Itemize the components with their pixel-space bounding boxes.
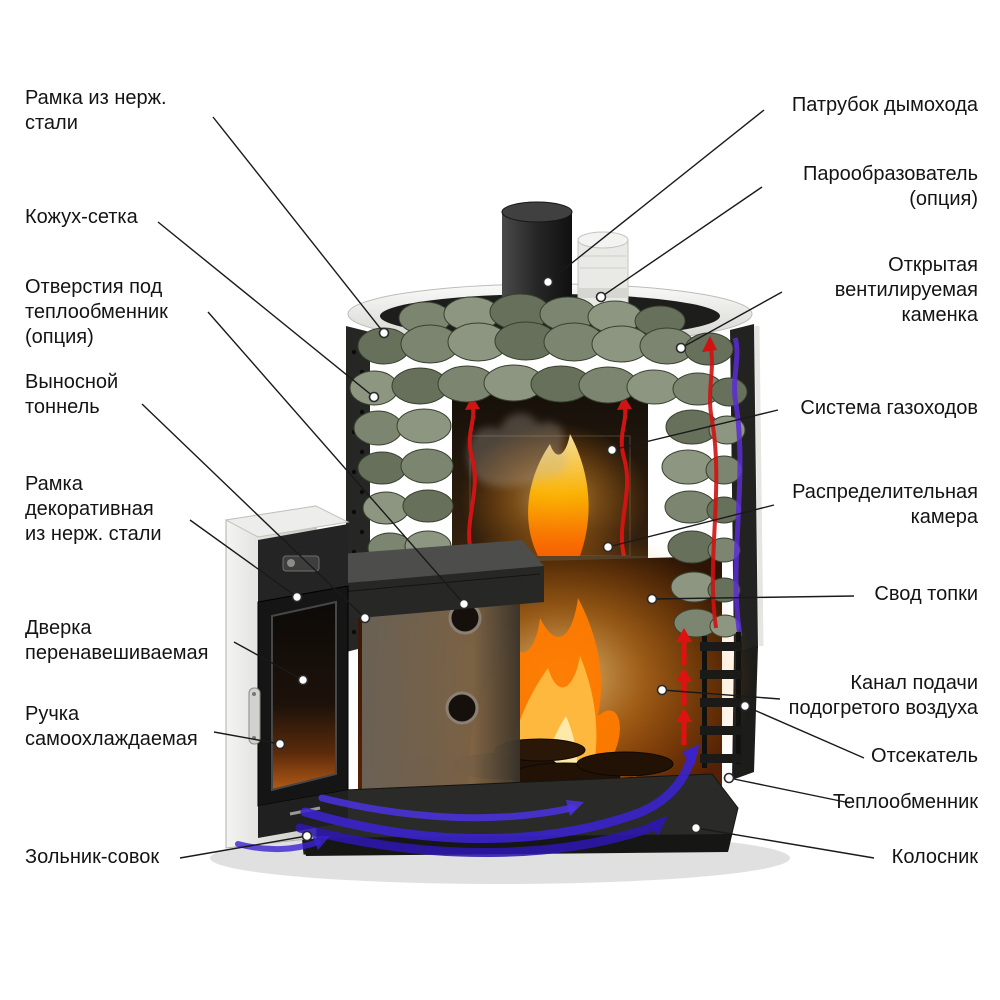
label-open-ventilated-heater: Открытая вентилируемая каменка bbox=[834, 254, 978, 326]
label-external-tunnel: Выносной тоннель bbox=[25, 371, 119, 418]
door-assembly bbox=[224, 505, 350, 849]
cold-air-arrows bbox=[235, 744, 700, 857]
callout-dots bbox=[274, 276, 751, 842]
label-firebox-vault: Свод топки bbox=[874, 583, 978, 605]
label-heated-air-channel: Канал подачи подогретого воздуха bbox=[788, 672, 978, 719]
label-handle-self-cooling: Ручка самоохлаждаемая bbox=[25, 703, 198, 750]
label-grate: Колосник bbox=[891, 846, 978, 868]
label-heat-exchanger: Теплообменник bbox=[832, 791, 978, 813]
label-cutoff: Отсекатель bbox=[871, 745, 978, 767]
label-heat-exchanger-holes: Отверстия под теплообменник (опция) bbox=[25, 276, 168, 348]
label-distribution-chamber: Распределительная камера bbox=[792, 481, 978, 528]
external-tunnel bbox=[314, 540, 544, 620]
door-handle bbox=[248, 687, 261, 745]
heat-exchanger-holes-panel bbox=[362, 560, 520, 802]
heat-exchanger-ladder bbox=[700, 632, 742, 768]
label-mesh-casing: Кожух-сетка bbox=[25, 206, 138, 228]
label-decorative-frame: Рамка декоративная из нерж. стали bbox=[25, 473, 162, 545]
chimney-pipe bbox=[501, 201, 573, 314]
label-ash-pan-scoop: Зольник-совок bbox=[25, 846, 160, 868]
label-chimney-pipe: Патрубок дымохода bbox=[791, 94, 978, 116]
label-steam-generator: Парообразователь (опция) bbox=[803, 163, 978, 210]
label-door-reversible: Дверка перенавешиваемая bbox=[25, 617, 209, 664]
label-frame-stainless: Рамка из нерж. стали bbox=[25, 87, 167, 134]
hot-gas-flow-arrows bbox=[702, 336, 743, 637]
callout-lines bbox=[141, 109, 875, 859]
label-gas-duct-system: Система газоходов bbox=[800, 397, 978, 419]
